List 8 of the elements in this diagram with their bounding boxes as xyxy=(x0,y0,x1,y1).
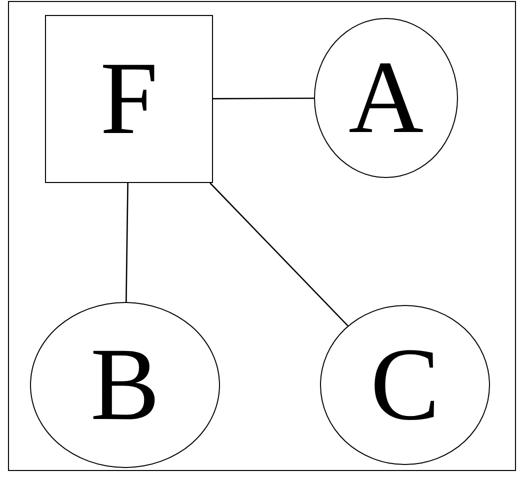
connector-line xyxy=(213,98,314,100)
square-node xyxy=(45,15,213,183)
connector-line xyxy=(126,183,128,302)
node-letter: C xyxy=(370,333,440,437)
connector-line xyxy=(210,182,348,326)
node-letter: B xyxy=(90,333,160,437)
node-letter: A xyxy=(348,46,424,150)
node-letter: F xyxy=(100,47,158,151)
